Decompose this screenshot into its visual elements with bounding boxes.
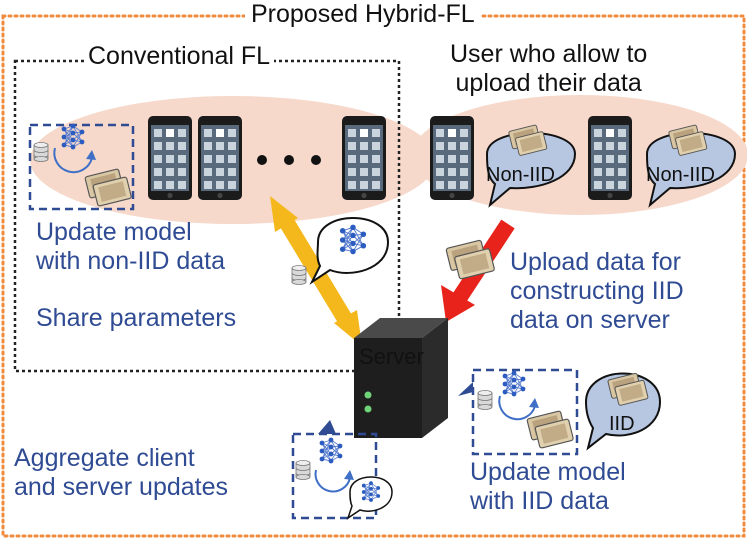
non-iid-label: Non-IID — [486, 164, 555, 186]
neural-network-icon — [502, 370, 526, 397]
iid-label: IID — [609, 413, 635, 435]
share-parameters-arrow — [270, 196, 362, 346]
hybrid-fl-title: Proposed Hybrid-FL — [245, 0, 481, 29]
smartphone-icon — [588, 116, 632, 200]
server-tower-icon — [354, 318, 448, 438]
update-noniid-caption: Update model with non-IID data — [36, 218, 225, 275]
aggregate-caption: Aggregate client and server updates — [14, 444, 229, 501]
smartphone-icon — [198, 116, 242, 200]
database-icon — [33, 142, 49, 162]
update-iid-caption: Update model with IID data — [470, 458, 626, 515]
client-update-box — [28, 123, 135, 211]
ellipsis-dot — [284, 155, 294, 165]
neural-network-icon — [319, 437, 343, 464]
smartphone-icon — [148, 116, 192, 200]
smartphone-icon — [430, 116, 474, 200]
database-icon — [295, 460, 311, 480]
cycle-arrows-icon — [53, 147, 93, 174]
database-icon — [477, 390, 493, 410]
share-parameters-caption: Share parameters — [36, 304, 237, 332]
smartphone-icon — [342, 116, 386, 200]
ellipsis-dot — [311, 155, 321, 165]
upload-data-caption: Upload data for constructing IID data on… — [510, 248, 684, 334]
database-icon — [291, 265, 307, 285]
model-bubble — [309, 217, 390, 285]
cycle-arrows-icon — [314, 469, 351, 493]
iid-box-pointer — [458, 382, 473, 396]
server-update-box — [471, 368, 579, 456]
data-cards-icon — [526, 410, 575, 449]
server-label: Server — [359, 344, 424, 369]
aggregation-box-pointer — [318, 420, 336, 434]
non-iid-label: Non-IID — [646, 164, 715, 186]
conventional-fl-title: Conventional FL — [84, 42, 275, 71]
cycle-arrows-icon — [498, 395, 536, 421]
ellipsis-dot — [257, 155, 267, 165]
uploading-users-caption: User who allow to upload their data — [450, 40, 648, 97]
